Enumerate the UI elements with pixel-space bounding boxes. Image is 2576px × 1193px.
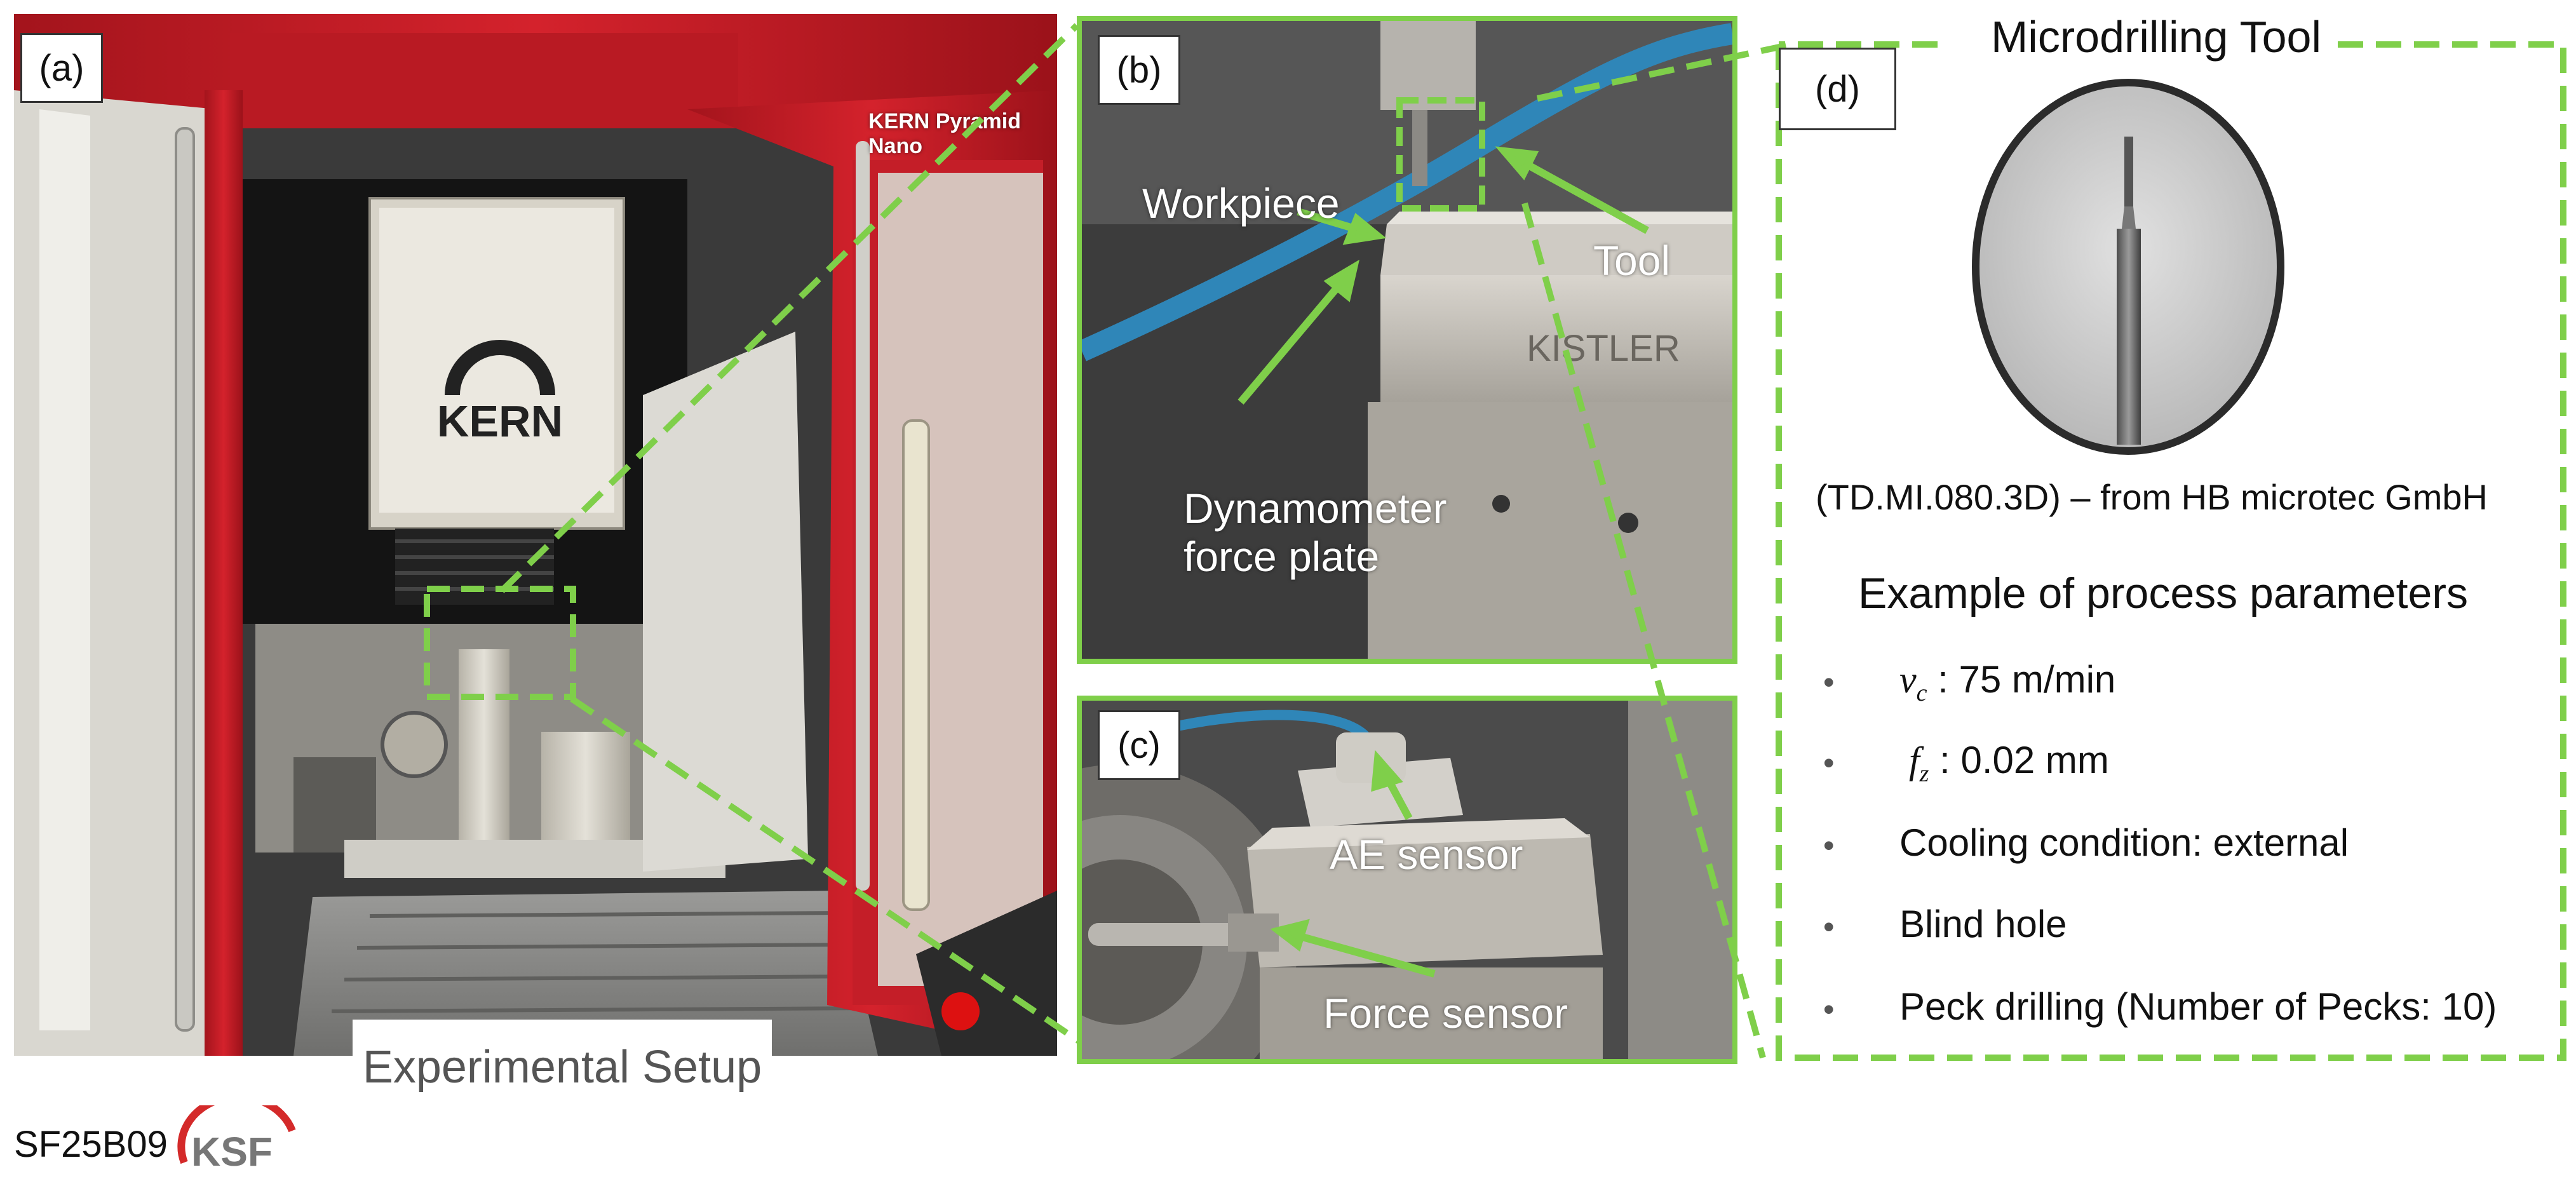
feed-per-tooth-param: fz : 0.02 mm [1909, 738, 2109, 788]
panel-a-machine-photo: KERN KERN Pyramid Nano (a [14, 14, 1057, 1056]
panel-b-workpiece-closeup: KISTLER Workpiece Tool Dynamometer force… [1077, 16, 1737, 664]
process-params-heading: Example of process parameters [1858, 569, 2468, 617]
panel-a-label: (a) [20, 33, 103, 103]
dynamometer-label: Dynamometer force plate [1183, 485, 1446, 581]
ksf-logo-text: KSF [191, 1129, 273, 1175]
dynamometer-label-line2: force plate [1183, 532, 1380, 580]
cooling-param: Cooling condition: external [1899, 821, 2349, 864]
footer-code: SF25B09 [14, 1124, 168, 1165]
bullet-marker: • [1823, 664, 1835, 700]
hole-type-param: Blind hole [1899, 903, 2067, 945]
bullet-marker: • [1823, 828, 1835, 863]
bullet-marker: • [1823, 992, 1835, 1027]
panel-d-label: (d) [1779, 48, 1896, 130]
machine-illustration: KERN [14, 14, 1057, 1056]
workpiece-label: Workpiece [1142, 180, 1340, 227]
panel-d-title: Microdrilling Tool [1976, 11, 2337, 62]
vc-subscript: c [1916, 680, 1927, 706]
tool-source-text: (TD.MI.080.3D) – from HB microtec GmbH [1816, 477, 2488, 517]
experimental-setup-caption: Experimental Setup [353, 1020, 772, 1115]
dynamometer-label-line1: Dynamometer [1183, 485, 1447, 532]
fz-value: : 0.02 mm [1939, 739, 2109, 781]
bullet-marker: • [1823, 745, 1835, 781]
cutting-speed-param: vc : 75 m/min [1899, 657, 2115, 707]
peck-drilling-param: Peck drilling (Number of Pecks: 10) [1899, 985, 2497, 1028]
ksf-logo: KSF [177, 1105, 296, 1175]
fz-symbol: f [1909, 739, 1920, 781]
machine-brand-banner: KERN Pyramid Nano [868, 109, 1021, 159]
bullet-marker: • [1823, 909, 1835, 945]
vc-symbol: v [1899, 659, 1917, 701]
panel-b-label: (b) [1098, 35, 1180, 105]
vc-value: : 75 m/min [1938, 658, 2116, 701]
fz-subscript: z [1919, 760, 1929, 787]
ae-sensor-label: AE sensor [1330, 831, 1523, 878]
svg-text:KERN: KERN [437, 396, 563, 446]
panel-c-sensors: AE sensor Force sensor (c) [1077, 696, 1737, 1064]
microdrill-image [1972, 79, 2284, 455]
force-sensor-label: Force sensor [1323, 990, 1568, 1037]
kistler-brand-mark: KISTLER [1527, 328, 1680, 369]
panel-c-label: (c) [1098, 710, 1180, 780]
tool-label: Tool [1593, 237, 1671, 284]
